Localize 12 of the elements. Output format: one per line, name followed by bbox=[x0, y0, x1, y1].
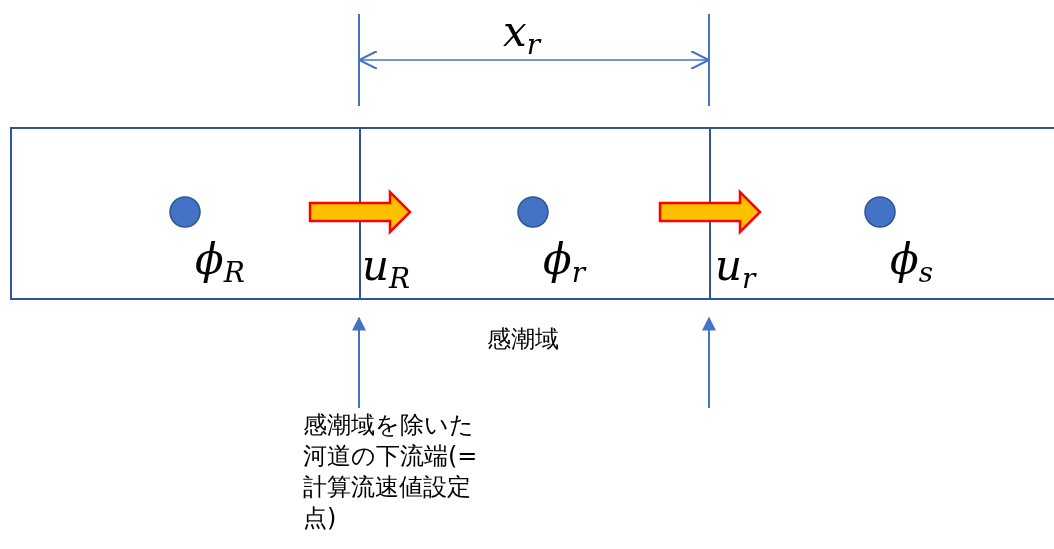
block-arrow bbox=[308, 189, 412, 235]
block-arrow bbox=[658, 189, 762, 235]
dimension-label: x$_{r}$ bbox=[503, 8, 541, 63]
variable-label: ϕ$_{r}$ bbox=[543, 236, 586, 291]
leader-line bbox=[352, 316, 366, 409]
variable-label: u$_{R}$ bbox=[362, 242, 411, 297]
region-label: 感潮域 bbox=[487, 324, 559, 355]
variable-label: ϕ$_{R}$ bbox=[195, 236, 245, 291]
arrow bbox=[702, 316, 716, 409]
note-text: 感潮域を除いた河道の下流端(=計算流速値設定点) bbox=[303, 410, 493, 534]
variable-label: ϕ$_{s}$ bbox=[890, 236, 933, 291]
variable-label: u$_{r}$ bbox=[715, 242, 756, 297]
